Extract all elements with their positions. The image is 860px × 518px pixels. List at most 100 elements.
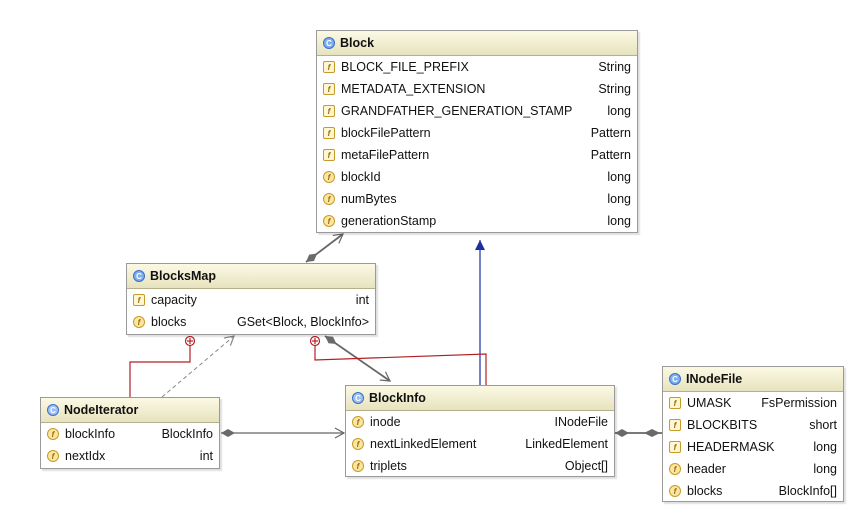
static-field-icon: f <box>323 149 335 161</box>
field-row[interactable]: f HEADERMASK long <box>663 436 843 458</box>
field-name: blocks <box>151 315 187 329</box>
field-name: HEADERMASK <box>687 440 775 454</box>
field-name: triplets <box>370 459 407 473</box>
field-type: long <box>813 462 837 476</box>
field-type: GSet<Block, BlockInfo> <box>236 315 369 329</box>
field-row[interactable]: f blockId long <box>317 166 637 188</box>
field-name: blockInfo <box>65 427 116 441</box>
field-name: blockId <box>341 170 381 184</box>
field-row[interactable]: f numBytes long <box>317 188 637 210</box>
field-type: BlockInfo[] <box>778 484 837 498</box>
field-type: int <box>355 293 369 307</box>
field-row[interactable]: f UMASK FsPermission <box>663 392 843 414</box>
field-icon: f <box>352 460 364 472</box>
field-type: int <box>199 449 213 463</box>
field-row[interactable]: f GRANDFATHER_GENERATION_STAMP long <box>317 100 637 122</box>
class-icon: C <box>133 270 145 282</box>
field-name: blockFilePattern <box>341 126 431 140</box>
field-icon: f <box>669 485 681 497</box>
field-type: long <box>607 104 631 118</box>
class-name: BlocksMap <box>150 269 216 283</box>
static-field-icon: f <box>133 294 145 306</box>
static-field-icon: f <box>669 397 681 409</box>
field-row[interactable]: f blockFilePattern Pattern <box>317 122 637 144</box>
field-name: numBytes <box>341 192 397 206</box>
field-name: capacity <box>151 293 197 307</box>
field-type: Pattern <box>590 148 631 162</box>
class-name: NodeIterator <box>64 403 139 417</box>
class-icon: C <box>669 373 681 385</box>
class-header: C NodeIterator <box>41 398 219 423</box>
field-icon: f <box>323 193 335 205</box>
static-field-icon: f <box>323 127 335 139</box>
field-type: String <box>598 82 631 96</box>
field-type: BlockInfo <box>161 427 213 441</box>
field-name: METADATA_EXTENSION <box>341 82 486 96</box>
class-name: Block <box>340 36 375 50</box>
field-row[interactable]: f capacity int <box>127 289 375 311</box>
field-type: long <box>607 192 631 206</box>
field-type: Pattern <box>590 126 631 140</box>
field-name: generationStamp <box>341 214 437 228</box>
class-header: C BlockInfo <box>346 386 614 411</box>
field-icon: f <box>47 428 59 440</box>
field-name: UMASK <box>687 396 732 410</box>
field-row[interactable]: f BLOCKBITS short <box>663 414 843 436</box>
field-type: INodeFile <box>554 415 609 429</box>
class-header: C BlocksMap <box>127 264 375 289</box>
field-type: short <box>809 418 837 432</box>
inner-class-icon: C <box>47 404 59 416</box>
field-row[interactable]: f generationStamp long <box>317 210 637 232</box>
field-icon: f <box>669 463 681 475</box>
field-row[interactable]: f metaFilePattern Pattern <box>317 144 637 166</box>
edge-nodeiterator-blocksmap-dashed <box>161 335 235 398</box>
class-name: BlockInfo <box>369 391 426 405</box>
static-field-icon: f <box>669 419 681 431</box>
field-icon: f <box>133 316 145 328</box>
inner-class-icon: C <box>352 392 364 404</box>
field-type: long <box>607 214 631 228</box>
field-icon: f <box>323 171 335 183</box>
field-name: nextLinkedElement <box>370 437 477 451</box>
field-name: blocks <box>687 484 723 498</box>
static-field-icon: f <box>323 61 335 73</box>
field-type: long <box>607 170 631 184</box>
field-name: BLOCKBITS <box>687 418 758 432</box>
field-icon: f <box>47 450 59 462</box>
field-name: GRANDFATHER_GENERATION_STAMP <box>341 104 573 118</box>
field-name: header <box>687 462 726 476</box>
field-name: BLOCK_FILE_PREFIX <box>341 60 469 74</box>
field-row[interactable]: f blockInfo BlockInfo <box>41 423 219 445</box>
field-icon: f <box>352 416 364 428</box>
class-name: INodeFile <box>686 372 743 386</box>
field-icon: f <box>323 215 335 227</box>
static-field-icon: f <box>669 441 681 453</box>
field-type: FsPermission <box>761 396 837 410</box>
static-field-icon: f <box>323 105 335 117</box>
field-type: long <box>813 440 837 454</box>
field-name: metaFilePattern <box>341 148 430 162</box>
edge-inner-blocksmap-nodeiterator <box>129 344 191 397</box>
field-name: inode <box>370 415 401 429</box>
class-header: C INodeFile <box>663 367 843 392</box>
class-header: C Block <box>317 31 637 56</box>
class-icon: C <box>323 37 335 49</box>
field-type: LinkedElement <box>525 437 608 451</box>
edge-inner-blocksmap-blockinfo <box>314 344 487 385</box>
edge-blocksmap-block <box>305 233 344 263</box>
